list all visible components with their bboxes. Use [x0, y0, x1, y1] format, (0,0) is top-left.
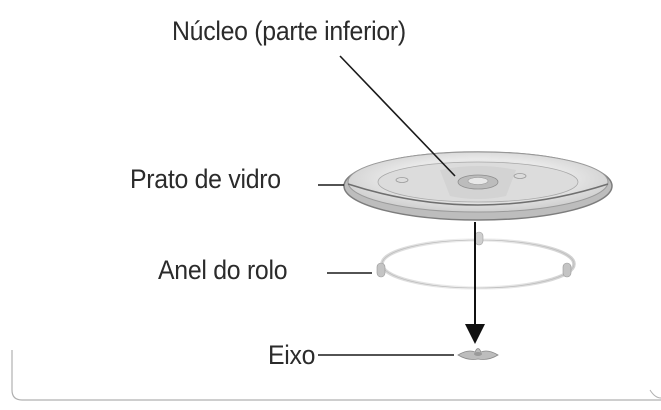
- glass-plate: [343, 151, 613, 221]
- shaft-coupler: [457, 348, 499, 360]
- roller-ring: [376, 231, 576, 290]
- label-shaft: Eixo: [268, 340, 316, 370]
- label-glass-plate: Prato de vidro: [130, 164, 281, 194]
- roller-wheel-right: [562, 262, 572, 278]
- roller-wheel-left: [376, 262, 386, 278]
- frame-right-corner: [649, 389, 661, 399]
- frame-left-edge: [11, 350, 661, 401]
- label-core: Núcleo (parte inferior): [172, 16, 406, 46]
- label-roller-ring: Anel do rolo: [158, 255, 288, 285]
- leader-core: [339, 55, 456, 177]
- roller-wheel-back: [474, 231, 484, 246]
